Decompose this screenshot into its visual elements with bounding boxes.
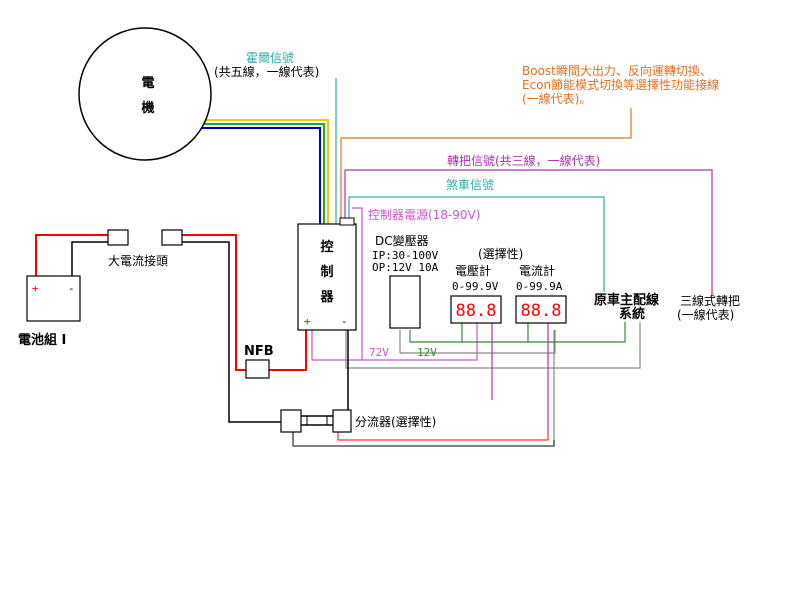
hall-wire-blue	[180, 127, 321, 224]
connector-to-shunt-wire	[182, 241, 281, 423]
dc-converter-box	[389, 275, 421, 329]
voltmeter-label: 電壓計	[455, 263, 491, 278]
nfb-breaker: NFB	[244, 344, 274, 379]
battery-pack: + - 電池組 I	[18, 275, 81, 348]
hall-signal-subtitle: (共五線，一線代表)	[214, 64, 319, 79]
controller-plus-label: +	[304, 315, 311, 328]
shunt-left-block	[280, 409, 302, 433]
big-connector-label: 大電流接頭	[108, 253, 168, 268]
controller-box	[297, 223, 357, 331]
big-current-connectors: 大電流接頭	[107, 229, 183, 268]
boost-note-line3: (一線代表)。	[522, 91, 591, 106]
black-below-shunt-wire	[292, 432, 555, 447]
boost-function-wire	[340, 108, 632, 218]
battery-negative-wire	[71, 241, 108, 276]
battery-plus-label: +	[32, 282, 39, 295]
motor-circle	[78, 27, 212, 161]
battery-box	[26, 275, 81, 322]
controller-label-3: 器	[319, 290, 334, 305]
voltmeter-range: 0-99.9V	[452, 280, 499, 293]
boost-note-line1: Boost瞬間大出力、反向運轉切換、	[522, 63, 712, 78]
battery-minus-label: -	[68, 282, 75, 295]
brake-signal-wire	[348, 196, 605, 292]
hall-sensor-wires	[180, 78, 337, 224]
gray-ground-wire-outer	[345, 322, 641, 369]
motor-label-2: 機	[141, 100, 154, 116]
controller-power-label: 控制器電源(18-90V)	[368, 208, 480, 222]
hall-signal-title: 霍爾信號	[246, 51, 294, 65]
main-harness-label-1: 原車主配線	[594, 292, 660, 308]
dc-converter-op: OP:12V 10A	[372, 261, 439, 274]
hall-wire-green	[180, 123, 325, 224]
controller-signal-port	[339, 217, 355, 226]
connector-right	[161, 229, 183, 246]
main-harness-label-2: 系統	[619, 306, 645, 322]
battery-positive-wire	[35, 234, 108, 276]
voltmeter-display: 88.8	[456, 301, 497, 321]
throttle-label-2: (一線代表)	[677, 307, 734, 322]
ammeter-label: 電流計	[519, 263, 555, 278]
dc-converter-title: DC變壓器	[375, 233, 429, 248]
nfb-label: NFB	[244, 344, 274, 359]
connector-left	[107, 229, 129, 246]
green-12v-wire	[409, 322, 626, 343]
ammeter: 電流計 0-99.9A 88.8	[515, 263, 567, 324]
ammeter-box	[515, 295, 567, 324]
throttle-label-1: 三線式轉把	[680, 293, 740, 308]
ammeter-display: 88.8	[521, 301, 562, 321]
nfb-to-controller-wire	[269, 330, 307, 371]
controller-power-wire	[352, 207, 363, 230]
motor-label-1: 電	[141, 76, 154, 91]
throttle-signal-wire	[344, 169, 713, 296]
red-below-shunt-wire	[337, 432, 549, 441]
shunt: 分流器(選擇性)	[280, 409, 436, 433]
throttle-signal-label: 轉把信號(共三線，一線代表)	[447, 153, 600, 168]
ammeter-range: 0-99.9A	[516, 280, 563, 293]
battery-label: 電池組 I	[18, 332, 66, 348]
dc-converter-ip: IP:30-100V	[372, 249, 439, 262]
hall-wire-yellow	[180, 119, 329, 224]
shunt-label: 分流器(選擇性)	[355, 414, 436, 429]
meters-optional-label: (選擇性)	[478, 246, 523, 261]
controller-minus-label: -	[341, 315, 348, 328]
connector-to-nfb-wire	[182, 234, 246, 371]
dc-converter: DC變壓器 IP:30-100V OP:12V 10A	[372, 233, 439, 329]
brake-signal-label: 煞車信號	[446, 178, 494, 192]
shunt-right-block	[332, 409, 352, 433]
voltmeter-box	[450, 295, 502, 324]
controller-label-2: 制	[320, 264, 333, 280]
nfb-box	[245, 359, 270, 379]
label-12v: 12V	[417, 346, 437, 359]
motor: 電 機	[78, 27, 212, 161]
controller: 控 制 器 + -	[297, 217, 357, 331]
controller-label-1: 控	[320, 239, 333, 255]
voltmeter: 電壓計 0-99.9V 88.8	[450, 263, 502, 324]
label-72v: 72V	[369, 346, 389, 359]
boost-note-line2: Econ節能模式切換等選擇性功能接線	[522, 77, 719, 92]
